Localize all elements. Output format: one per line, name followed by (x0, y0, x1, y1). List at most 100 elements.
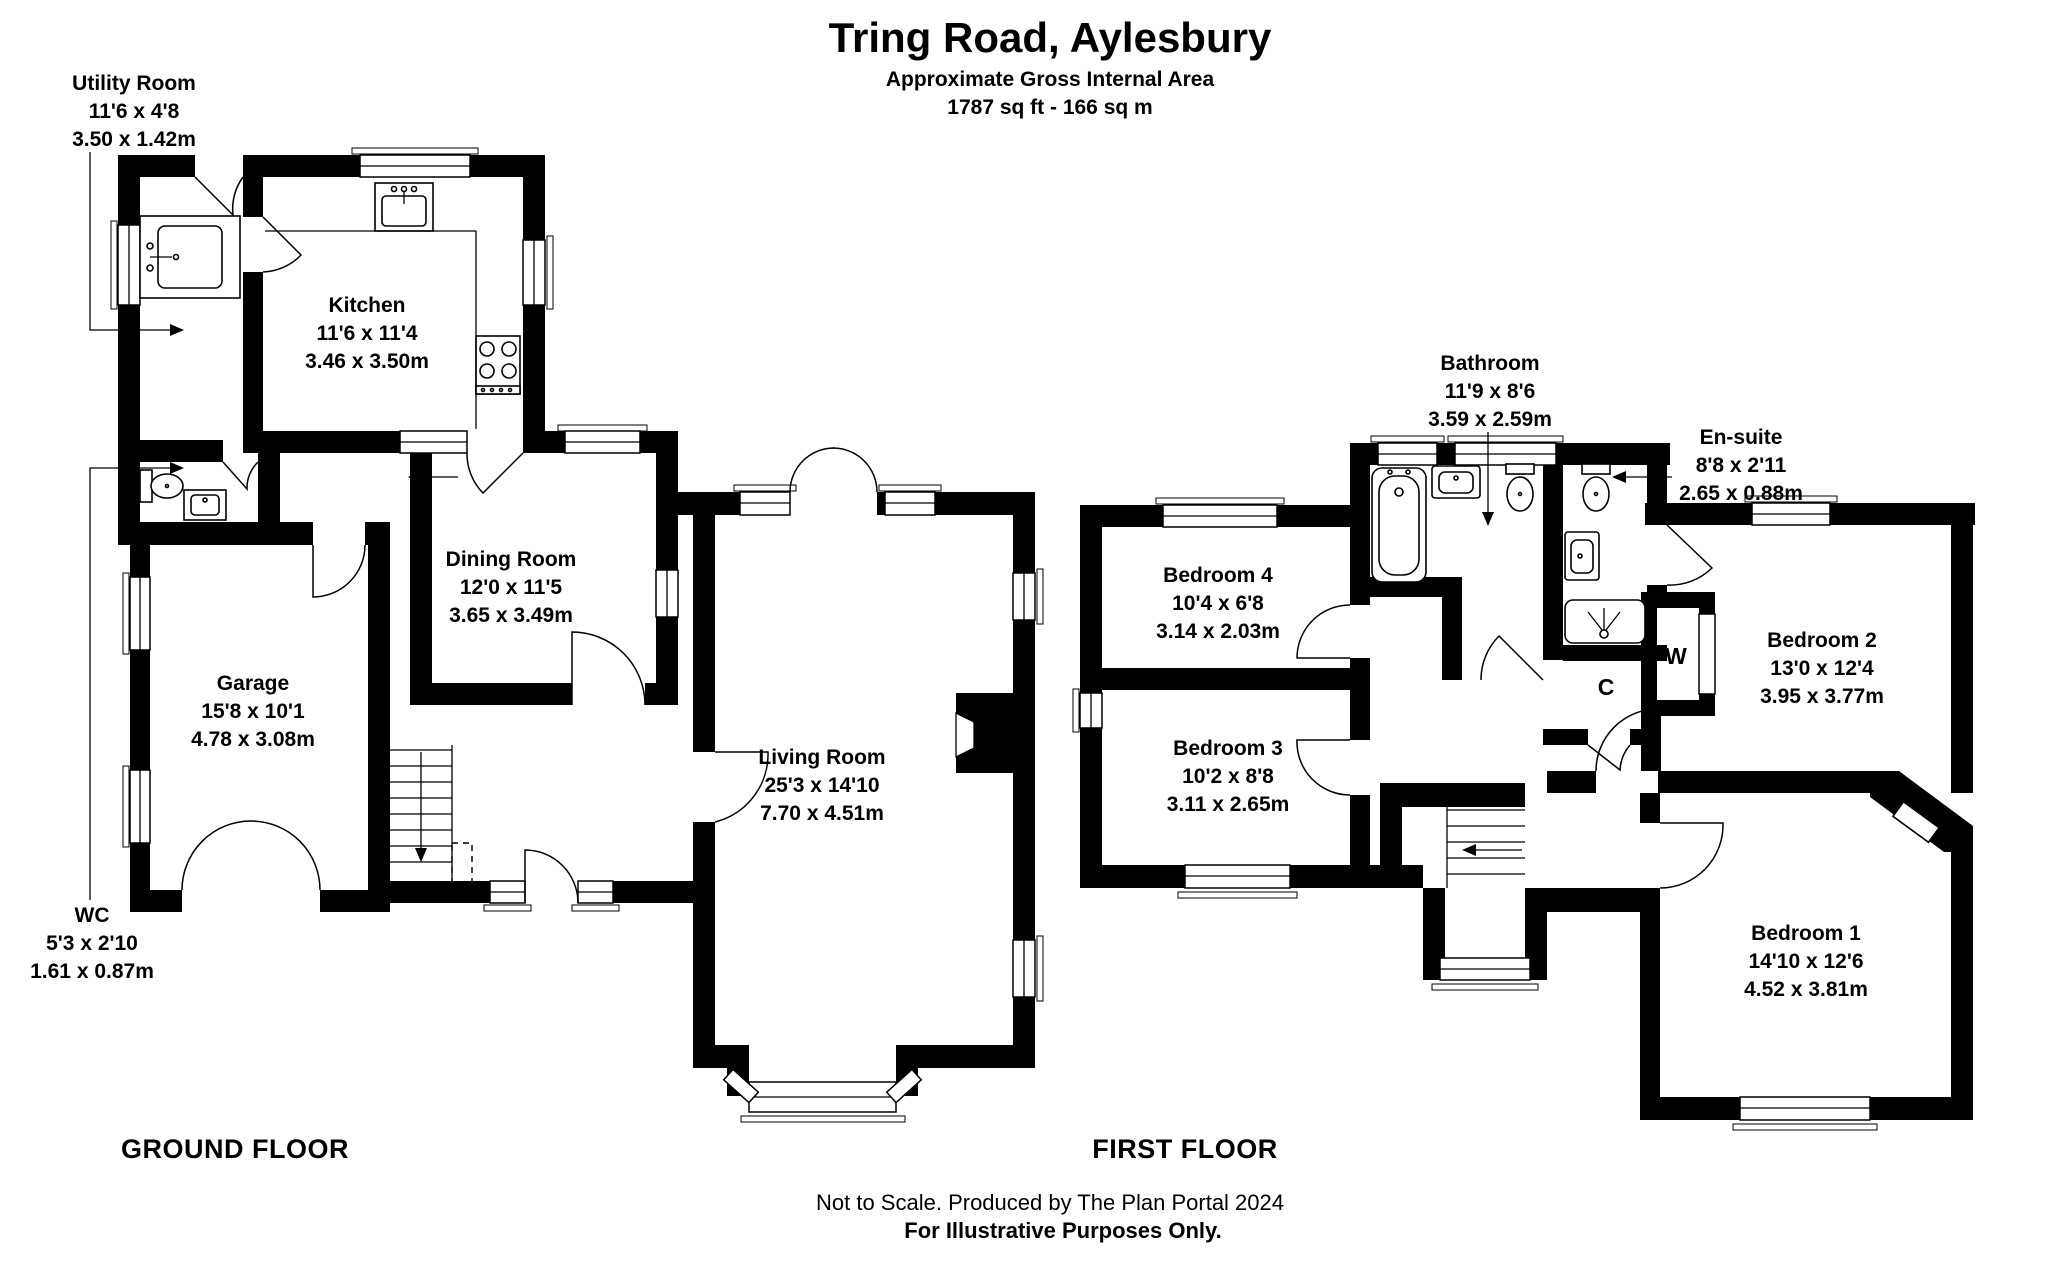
first-floor-title: FIRST FLOOR (1092, 1134, 1278, 1164)
chimney-icon (1891, 800, 1941, 844)
room-dim-metric: 3.11 x 2.65m (1166, 793, 1290, 816)
garage-double-door (181, 820, 321, 891)
ensuite-sink-icon (1564, 531, 1600, 581)
window (1454, 442, 1557, 466)
window (1079, 692, 1103, 729)
room-dim-metric: 3.50 x 1.42m (72, 128, 196, 151)
room-dim-metric: 2.65 x 0.88m (1679, 482, 1803, 505)
window (1439, 957, 1531, 981)
cupboard-door (1587, 744, 1631, 772)
kitchen-opening (399, 430, 468, 483)
room-name: Bathroom (1440, 352, 1540, 375)
room-name: Bedroom 4 (1163, 564, 1273, 587)
room-dim-imperial: 5'3 x 2'10 (46, 932, 138, 955)
front-door (524, 849, 579, 904)
room-dim-metric: 7.70 x 4.51m (760, 802, 884, 825)
garage-door (312, 544, 366, 598)
room-dim-imperial: 10'2 x 8'8 (1182, 765, 1274, 788)
window (739, 491, 791, 516)
window (117, 224, 141, 306)
room-label-bedroom4: Bedroom 4 10'4 x 6'8 3.14 x 2.03m (1156, 562, 1280, 646)
window (1012, 939, 1036, 998)
ensuite-toilet-icon (1581, 463, 1611, 512)
room-label-utility: Utility Room 11'6 x 4'8 3.50 x 1.42m (72, 70, 196, 154)
staircase-first-floor (1446, 807, 1525, 888)
room-label-ensuite: En-suite 8'8 x 2'11 2.65 x 0.88m (1679, 424, 1803, 508)
room-label-living: Living Room 25'3 x 14'10 7.70 x 4.51m (758, 744, 885, 828)
room-dim-imperial: 12'0 x 11'5 (459, 576, 563, 599)
room-dim-imperial: 25'3 x 14'10 (764, 774, 880, 797)
room-label-dining: Dining Room 12'0 x 11'5 3.65 x 3.49m (446, 546, 577, 630)
window (129, 576, 151, 651)
bathroom-toilet-icon (1505, 463, 1535, 512)
utility-kitchen-door (262, 216, 303, 273)
ground-floor-doors (181, 176, 878, 904)
dining-hall-door (571, 631, 646, 706)
room-label-wc: WC 5'3 x 2'10 1.61 x 0.87m (30, 902, 154, 986)
french-doors (789, 447, 878, 493)
fireplace-icon (955, 711, 975, 759)
window (1162, 504, 1278, 528)
room-dim-metric: 3.59 x 2.59m (1428, 408, 1552, 431)
wc-sink-icon (183, 489, 227, 521)
bedroom4-door (1296, 604, 1351, 659)
room-label-bedroom2: Bedroom 2 13'0 x 12'4 3.95 x 3.77m (1760, 627, 1884, 711)
ground-floor-walls (118, 155, 1035, 1096)
room-name: Living Room (758, 746, 886, 769)
window (577, 880, 614, 904)
window (489, 880, 526, 904)
internal-window (655, 569, 679, 618)
rear-door (194, 176, 244, 218)
room-name: Bedroom 3 (1173, 737, 1283, 760)
room-label-bedroom3: Bedroom 3 10'2 x 8'8 3.11 x 2.65m (1167, 735, 1290, 819)
room-label-garage: Garage 15'8 x 10'1 4.78 x 3.08m (191, 670, 315, 754)
footer-line1: Not to Scale. Produced by The Plan Porta… (816, 1190, 1284, 1215)
room-name: Dining Room (445, 548, 577, 571)
shower-icon (1564, 599, 1646, 644)
living-room-door (714, 751, 769, 823)
wardrobe-door (1698, 613, 1716, 695)
room-name: Utility Room (72, 72, 196, 95)
room-dim-imperial: 8'8 x 2'11 (1695, 454, 1787, 477)
room-dim-metric: 4.52 x 3.81m (1744, 978, 1868, 1001)
window (522, 239, 546, 306)
ground-floor-title: GROUND FLOOR (121, 1134, 349, 1164)
label-leaders-ff (1482, 432, 1672, 526)
utility-sink-icon (139, 215, 241, 299)
room-label-kitchen: Kitchen 11'6 x 11'4 3.46 x 3.50m (305, 292, 429, 376)
window (1012, 572, 1036, 621)
label-leaders (89, 152, 184, 900)
cupboard-label: C (1597, 674, 1615, 700)
page-area: 1787 sq ft - 166 sq m (947, 96, 1153, 119)
ensuite-door (1666, 524, 1714, 586)
room-dim-metric: 3.14 x 2.03m (1156, 620, 1280, 643)
staircase (390, 745, 473, 894)
hob-icon (475, 335, 521, 395)
room-label-bedroom1: Bedroom 1 14'10 x 12'6 4.52 x 3.81m (1744, 920, 1868, 1004)
window (1751, 502, 1831, 526)
bathroom-door (1480, 634, 1544, 681)
room-dim-imperial: 13'0 x 12'4 (1770, 657, 1874, 680)
room-dim-metric: 3.46 x 3.50m (305, 350, 429, 373)
page-title: Tring Road, Aylesbury (828, 14, 1272, 61)
kitchen-sink-icon (374, 182, 434, 232)
window (564, 430, 641, 454)
window (359, 154, 471, 178)
window (129, 769, 151, 844)
window (1739, 1096, 1871, 1121)
kitchen-dining-door (466, 452, 524, 495)
room-name: Bedroom 2 (1767, 629, 1877, 652)
room-dim-metric: 3.65 x 3.49m (449, 604, 573, 627)
bedroom1-door (1659, 822, 1724, 889)
bathroom-sink-icon (1431, 465, 1481, 499)
bathtub-icon (1371, 467, 1427, 583)
first-floor-doors (1296, 524, 1724, 889)
first-floor-windows (1072, 435, 1878, 1131)
room-dim-imperial: 10'4 x 6'8 (1172, 592, 1264, 615)
ground-floor-windows (110, 147, 1044, 1123)
ground-floor-plan (89, 147, 1044, 1123)
room-dim-metric: 1.61 x 0.87m (30, 960, 154, 983)
window (1184, 864, 1291, 889)
